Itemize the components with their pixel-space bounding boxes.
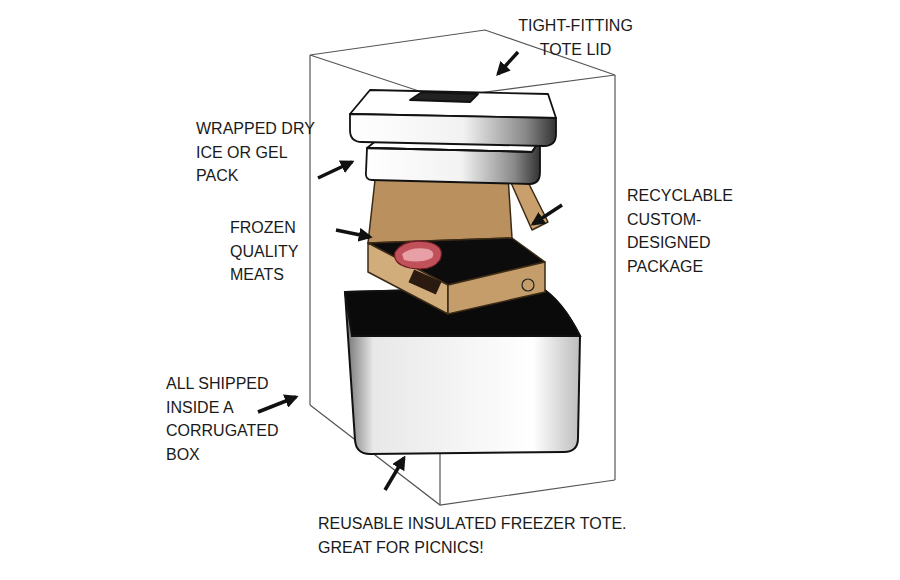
callout-label: WRAPPED DRY ICE OR GEL PACK — [196, 117, 326, 188]
meat-package — [368, 170, 548, 314]
callout-label: TIGHT-FITTING TOTE LID — [508, 14, 643, 61]
callout-label: REUSABLE INSULATED FREEZER TOTE. GREAT F… — [318, 512, 658, 559]
leader-arrows — [258, 52, 562, 490]
callout-label: FROZEN QUALITY MEATS — [230, 216, 320, 287]
corrugated-box — [310, 30, 615, 505]
callout-label: ALL SHIPPED INSIDE A CORRUGATED BOX — [166, 372, 290, 466]
tote-lid — [350, 90, 556, 146]
callout-label: RECYCLABLE CUSTOM-DESIGNED PACKAGE — [627, 184, 745, 278]
freezer-tote — [345, 287, 580, 454]
